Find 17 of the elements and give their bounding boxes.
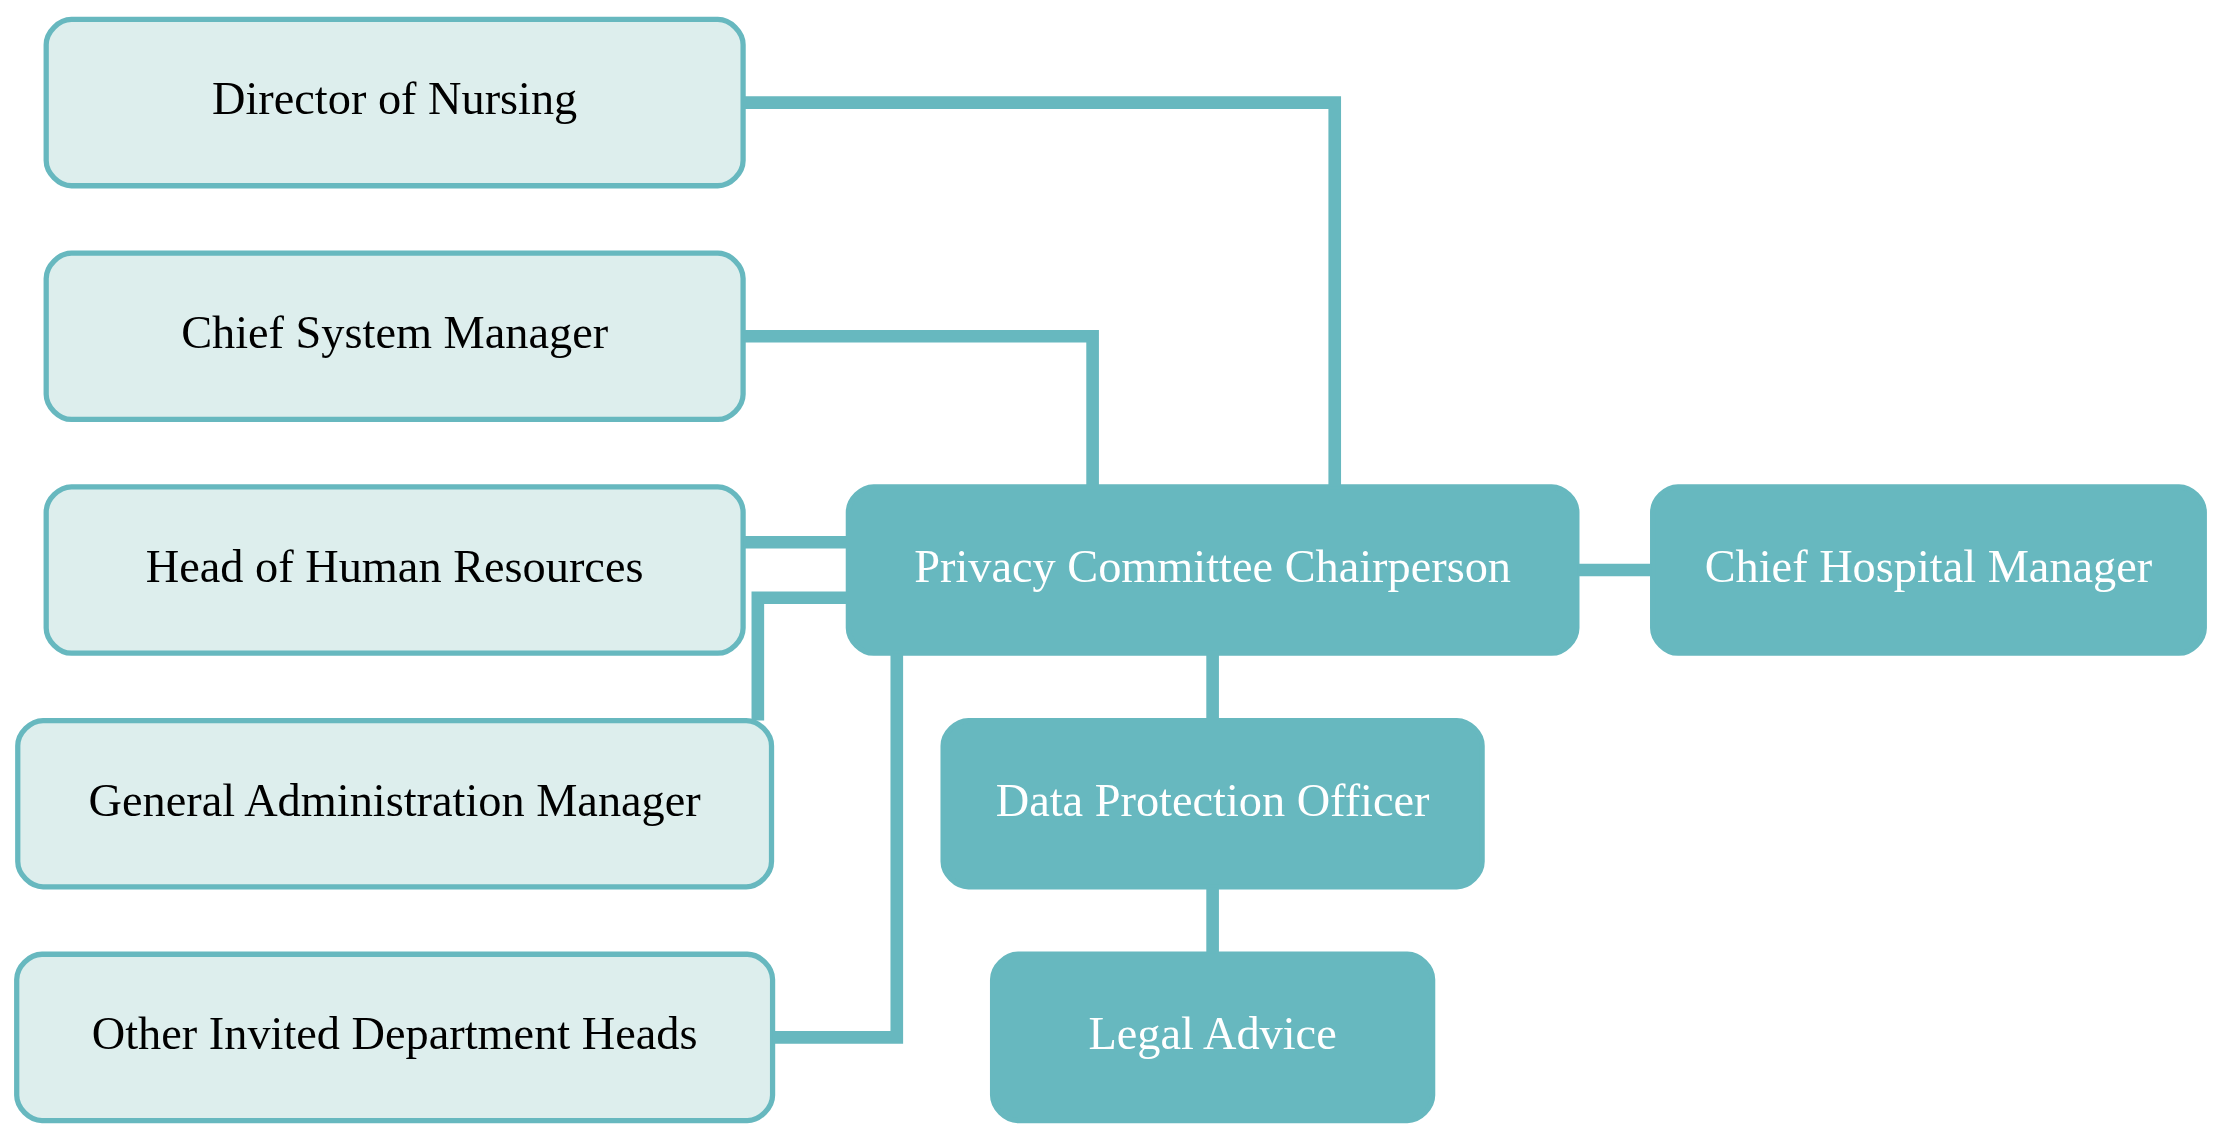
node-box: General Administration Manager	[15, 717, 775, 890]
connector	[743, 96, 1342, 487]
node-box: Chief Hospital Manager	[1650, 484, 2207, 656]
connector	[743, 329, 1099, 487]
connector	[751, 591, 849, 721]
connector	[743, 535, 849, 549]
node-box: Head of Human Resources	[43, 484, 746, 656]
node-box: Legal Advice	[989, 951, 1436, 1124]
connector	[1206, 887, 1219, 954]
node-box: Privacy Committee Chairperson	[845, 484, 1580, 656]
connector	[1577, 563, 1652, 577]
node-box: Director of Nursing	[43, 16, 746, 189]
node-box: Data Protection Officer	[940, 717, 1485, 890]
connector	[1206, 653, 1219, 720]
node-box: Other Invited Department Heads	[14, 951, 776, 1124]
connector	[772, 653, 904, 1044]
node-box: Chief System Manager	[43, 250, 746, 423]
